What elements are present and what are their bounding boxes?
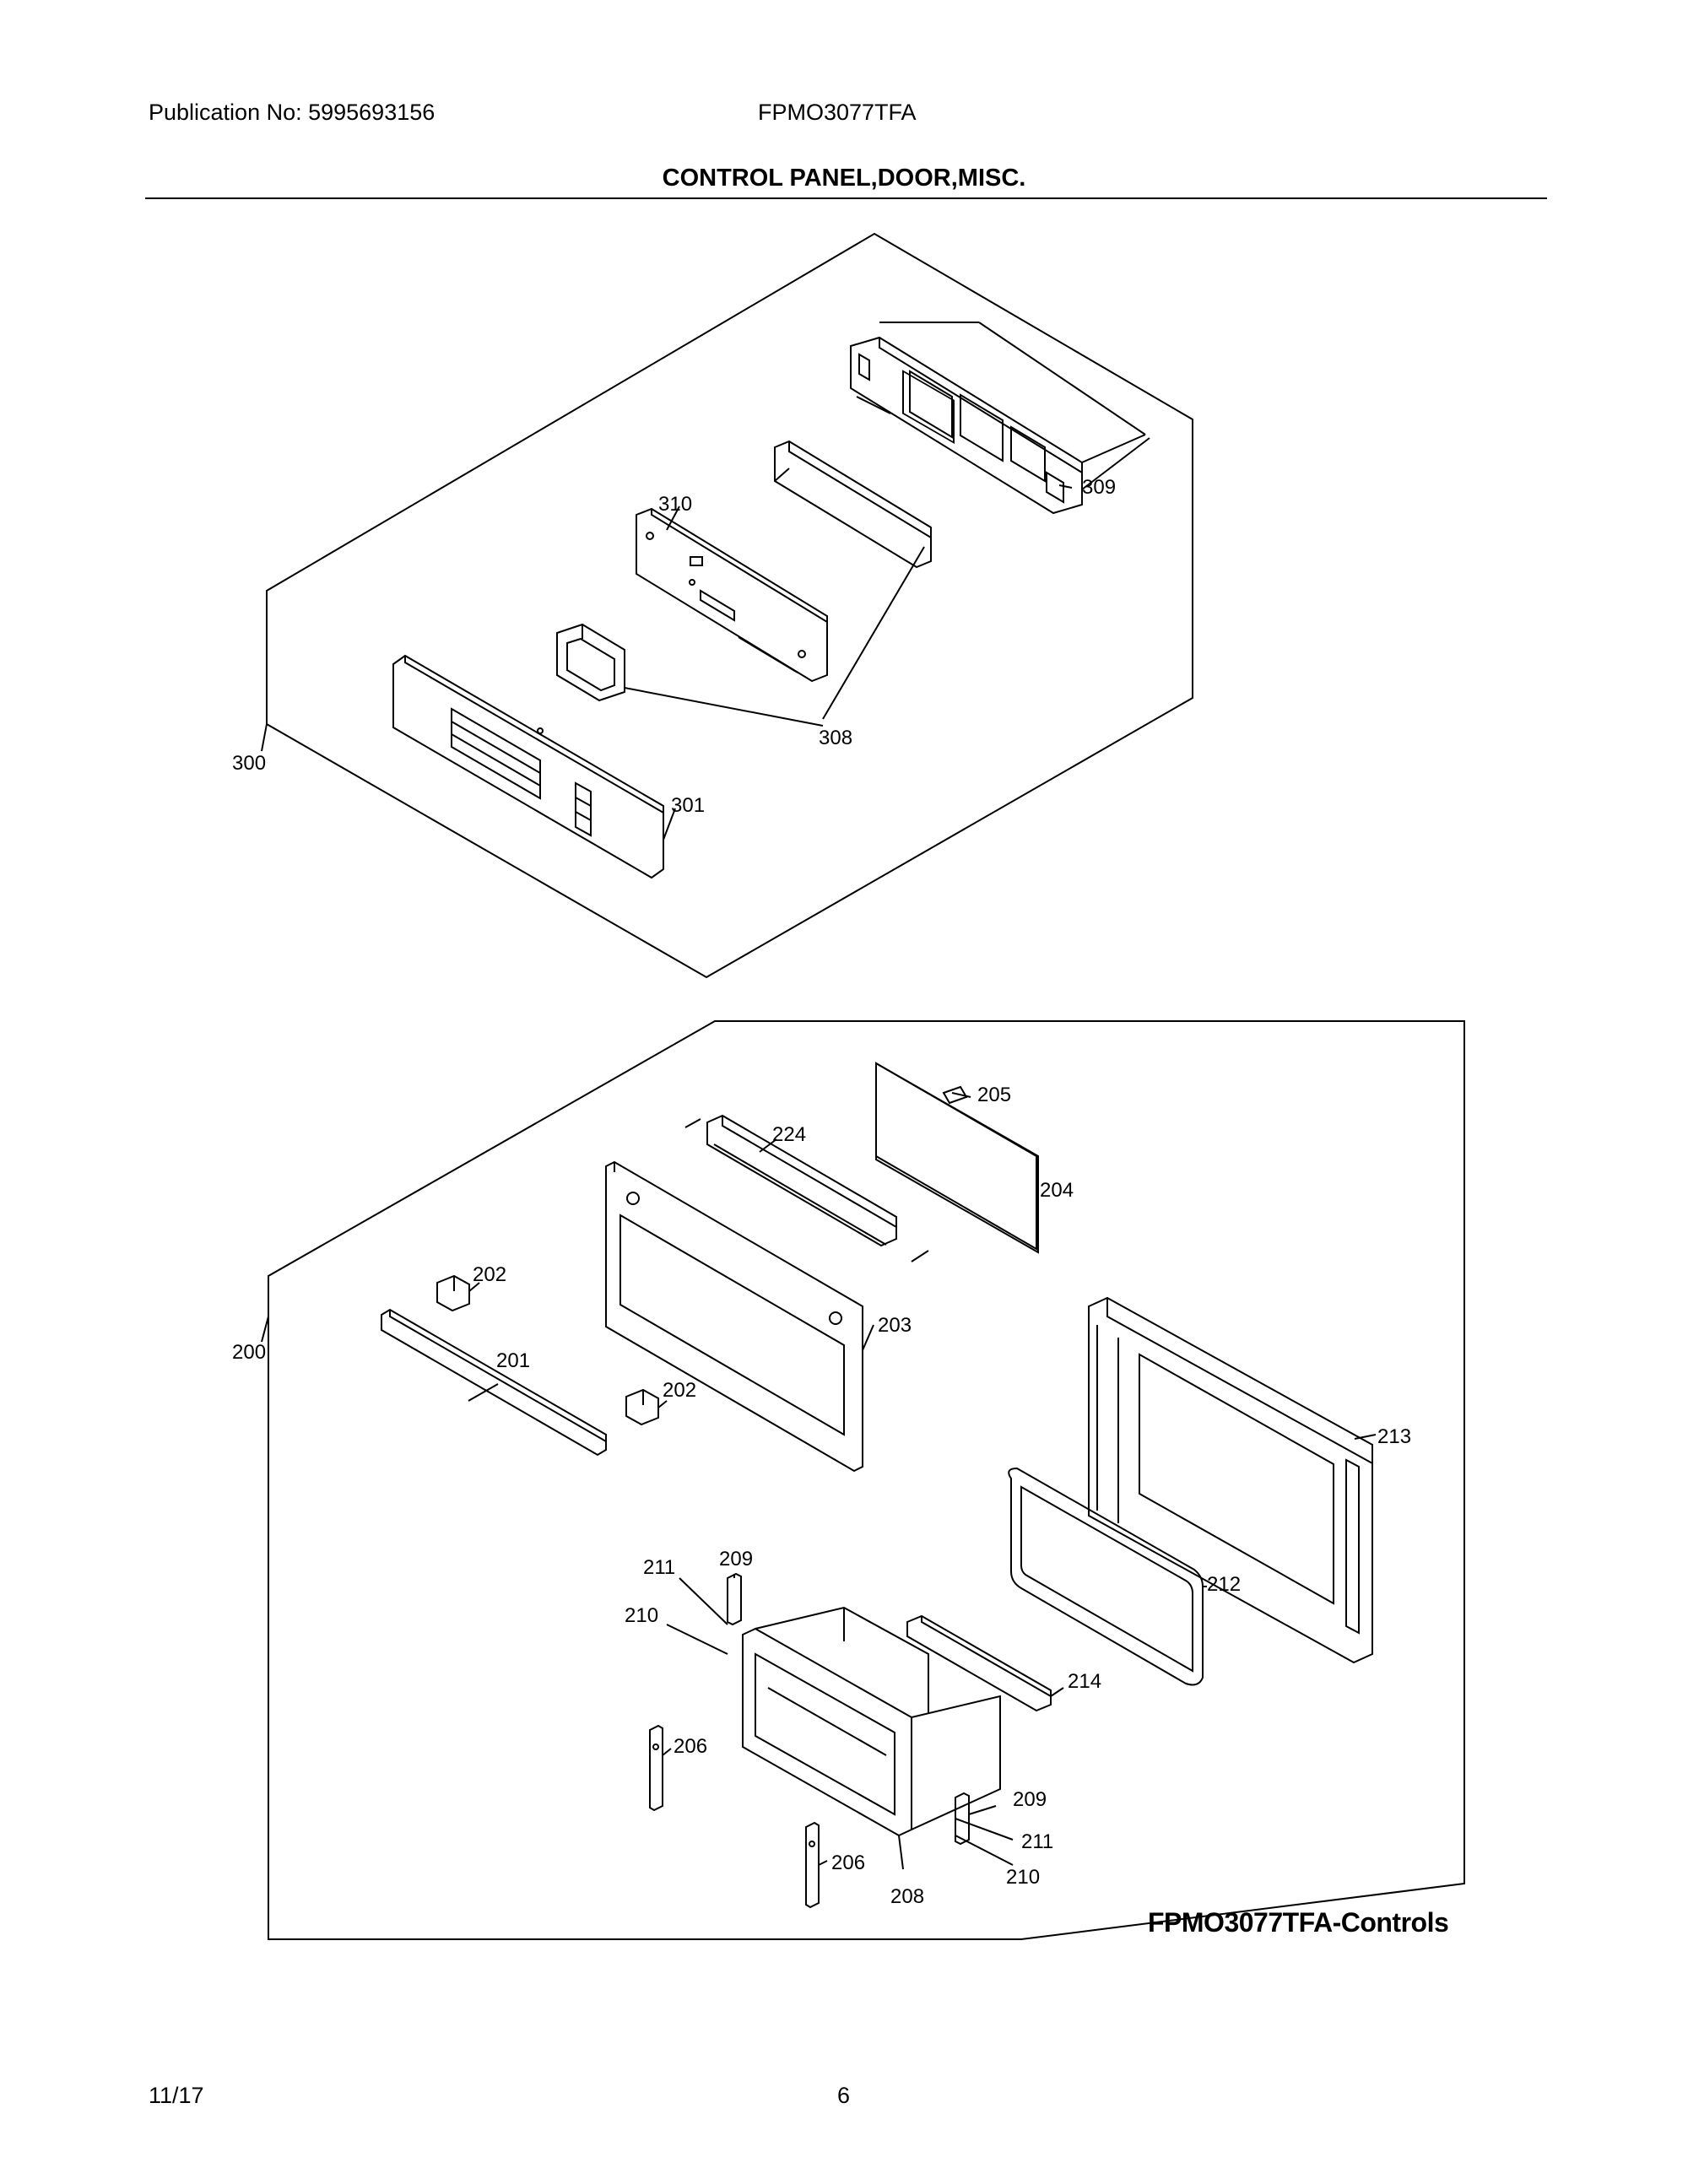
part-212-gasket — [1008, 1467, 1204, 1686]
callout-203: 203 — [878, 1314, 912, 1337]
part-309-panel-frame — [850, 322, 1146, 515]
door-assembly-outline — [268, 1020, 1465, 1940]
page-number: 6 — [837, 2083, 851, 2108]
header-rule — [145, 197, 1547, 199]
callout-301: 301 — [671, 794, 705, 817]
callout-224: 224 — [772, 1123, 806, 1146]
part-308-bracket — [556, 623, 625, 702]
callout-201: 201 — [496, 1349, 530, 1372]
callout-300: 300 — [232, 752, 266, 775]
part-204-glass — [875, 1062, 1039, 1254]
page-title: CONTROL PANEL,DOOR,MISC. — [662, 165, 1026, 192]
part-206-hinge-left — [649, 1724, 663, 1812]
callout-206-left: 206 — [674, 1735, 707, 1758]
callout-214: 214 — [1068, 1670, 1101, 1693]
part-301-fascia — [392, 654, 664, 879]
part-201-handle — [381, 1308, 607, 1457]
callout-209-upper: 209 — [719, 1548, 753, 1570]
footer-date: 11/17 — [149, 2083, 204, 2108]
part-203-outer-door — [605, 1160, 863, 1473]
callout-213: 213 — [1377, 1425, 1411, 1448]
callout-211-lower: 211 — [1021, 1830, 1053, 1853]
model-number: FPMO3077TFA — [758, 100, 917, 125]
part-205-clip — [942, 1085, 968, 1105]
part-224-trim — [684, 1114, 929, 1262]
callout-206-right: 206 — [831, 1852, 865, 1874]
callout-200: 200 — [232, 1341, 266, 1364]
callout-210-upper: 210 — [625, 1604, 658, 1627]
callout-212: 212 — [1207, 1573, 1241, 1596]
part-209-latch-lower — [955, 1792, 970, 1846]
diagram-caption: FPMO3077TFA-Controls — [1148, 1907, 1449, 1938]
part-308-shield — [774, 440, 932, 569]
part-213-inner-panel — [1088, 1296, 1373, 1664]
callout-202-lower: 202 — [663, 1379, 696, 1402]
callout-211-upper: 211 — [643, 1556, 675, 1579]
callout-205: 205 — [977, 1084, 1011, 1106]
part-206-hinge-right — [805, 1821, 820, 1909]
callout-210-lower: 210 — [1006, 1866, 1040, 1889]
part-209-latch-upper — [727, 1572, 742, 1626]
callout-208: 208 — [890, 1885, 924, 1908]
part-310-display-board — [636, 507, 828, 683]
callout-209-lower: 209 — [1013, 1788, 1047, 1811]
callout-202-upper: 202 — [473, 1263, 506, 1286]
callout-308: 308 — [819, 727, 852, 749]
callout-204: 204 — [1040, 1179, 1074, 1202]
publication-number: Publication No: 5995693156 — [149, 100, 436, 125]
lower-leader-lines — [261, 1092, 1377, 1870]
part-202-bumper-upper — [436, 1274, 470, 1312]
part-202-bumper-lower — [625, 1388, 659, 1426]
control-panel-assembly-outline — [266, 232, 1193, 979]
part-208-door-frame — [742, 1606, 1001, 1837]
upper-leader-lines — [261, 437, 1150, 841]
part-214-trim — [906, 1614, 1052, 1712]
callout-310: 310 — [658, 493, 692, 516]
callout-309: 309 — [1082, 476, 1116, 499]
